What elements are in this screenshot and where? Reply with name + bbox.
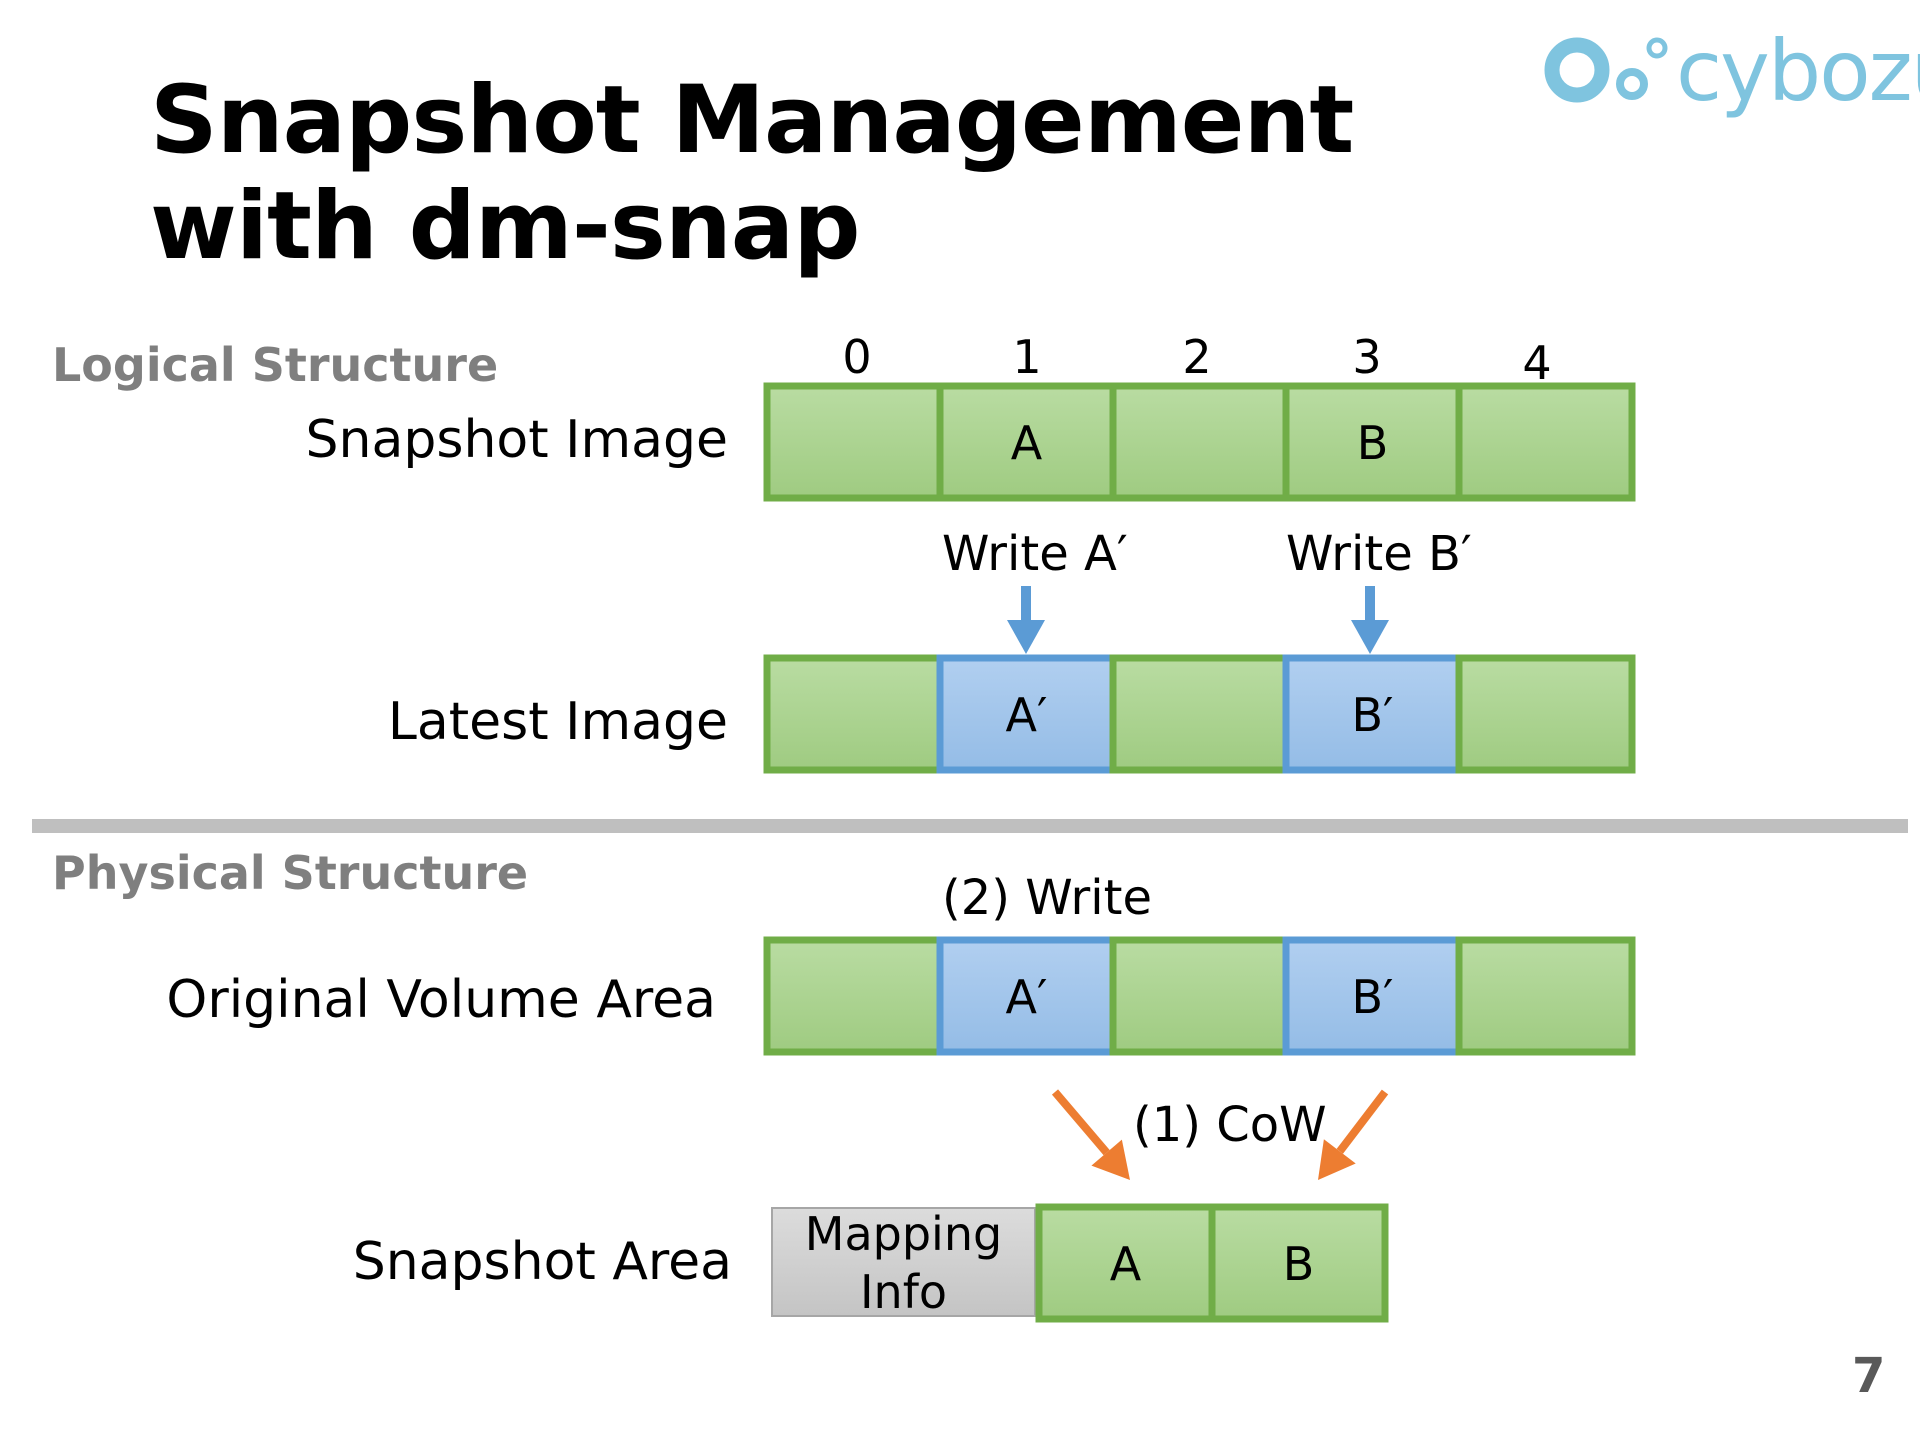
page-title: Snapshot Management with dm-snap	[150, 66, 1354, 281]
latest-image-block-0-box	[763, 654, 944, 774]
label-snapshot-area: Snapshot Area	[352, 1232, 732, 1292]
original-volume-block-4	[1455, 936, 1636, 1056]
snapshot-image-block-1-box	[936, 382, 1117, 502]
label-original-volume-area: Original Volume Area	[166, 970, 716, 1030]
original-volume-block-0-box	[763, 936, 944, 1056]
snapshot-image-block-4	[1455, 382, 1636, 502]
annotation-cow: (1) CoW	[1133, 1097, 1327, 1153]
latest-image-block-1-box	[936, 654, 1117, 774]
snapshot-area-block-1: B	[1208, 1203, 1389, 1323]
latest-image-block-2-box	[1109, 654, 1290, 774]
cow-arrow-b-icon	[1318, 1089, 1389, 1180]
snapshot-image-block-0-box	[763, 382, 944, 502]
snapshot-image-block-3-box	[1282, 382, 1463, 502]
title-line-1: Snapshot Management	[150, 66, 1354, 175]
latest-image-block-4-box	[1455, 654, 1636, 774]
write-a-arrow-icon	[1007, 586, 1045, 654]
snapshot-image-block-0	[763, 382, 944, 502]
section-logical-structure: Logical Structure	[52, 338, 499, 392]
latest-image-block-3: B′	[1282, 654, 1463, 774]
snapshot-image-block-2	[1109, 382, 1290, 502]
original-volume-block-2-box	[1109, 936, 1290, 1056]
snapshot-image-block-1: A	[936, 382, 1117, 502]
block-index-4: 4	[1522, 336, 1552, 390]
block-index-2: 2	[1182, 330, 1212, 384]
mapping-info-block-label: Info	[860, 1265, 947, 1319]
snapshot-image-block-1-label: A	[1011, 416, 1043, 470]
block-index-1: 1	[1012, 330, 1042, 384]
annotation-write-b: Write B′	[1286, 526, 1472, 582]
snapshot-image-block-4-box	[1455, 382, 1636, 502]
latest-image-block-1-label: A′	[1006, 688, 1048, 742]
block-index-3: 3	[1352, 330, 1382, 384]
original-volume-block-3: B′	[1282, 936, 1463, 1056]
block-index-0: 0	[842, 330, 872, 384]
snapshot-image-block-3: B	[1282, 382, 1463, 502]
section-physical-structure: Physical Structure	[52, 846, 529, 900]
cow-arrow-a-icon	[1051, 1089, 1130, 1180]
latest-image-block-1: A′	[936, 654, 1117, 774]
annotation-write-2: (2) Write	[942, 870, 1152, 926]
original-volume-block-3-box	[1282, 936, 1463, 1056]
latest-image-block-4	[1455, 654, 1636, 774]
snapshot-area-block-0-label: A	[1110, 1237, 1142, 1291]
original-volume-block-1-label: A′	[1006, 970, 1048, 1024]
label-latest-image: Latest Image	[387, 692, 728, 752]
original-volume-block-2	[1109, 936, 1290, 1056]
original-volume-block-4-box	[1455, 936, 1636, 1056]
section-divider	[32, 819, 1908, 833]
snapshot-area-block-1-box	[1208, 1203, 1389, 1323]
snapshot-area-block-0: A	[1035, 1203, 1216, 1323]
label-snapshot-image: Snapshot Image	[305, 410, 728, 470]
annotation-write-a: Write A′	[942, 526, 1128, 582]
snapshot-area-block-0-box	[1035, 1203, 1216, 1323]
logo-text: cybozu	[1676, 22, 1920, 120]
original-volume-block-3-label: B′	[1351, 970, 1393, 1024]
mapping-info-block-label: Mapping	[805, 1207, 1002, 1261]
latest-image-block-0	[763, 654, 944, 774]
snapshot-image-block-3-label: B	[1357, 416, 1389, 470]
original-volume-block-0	[763, 936, 944, 1056]
snapshot-image-block-2-box	[1109, 382, 1290, 502]
latest-image-block-3-label: B′	[1351, 688, 1393, 742]
write-b-arrow-icon	[1351, 586, 1389, 654]
snapshot-area-block-1-label: B	[1283, 1237, 1315, 1291]
page-number: 7	[1852, 1348, 1886, 1404]
latest-image-block-2	[1109, 654, 1290, 774]
title-line-2: with dm-snap	[150, 172, 860, 281]
original-volume-block-1: A′	[936, 936, 1117, 1056]
mapping-info-block-box	[771, 1207, 1036, 1317]
